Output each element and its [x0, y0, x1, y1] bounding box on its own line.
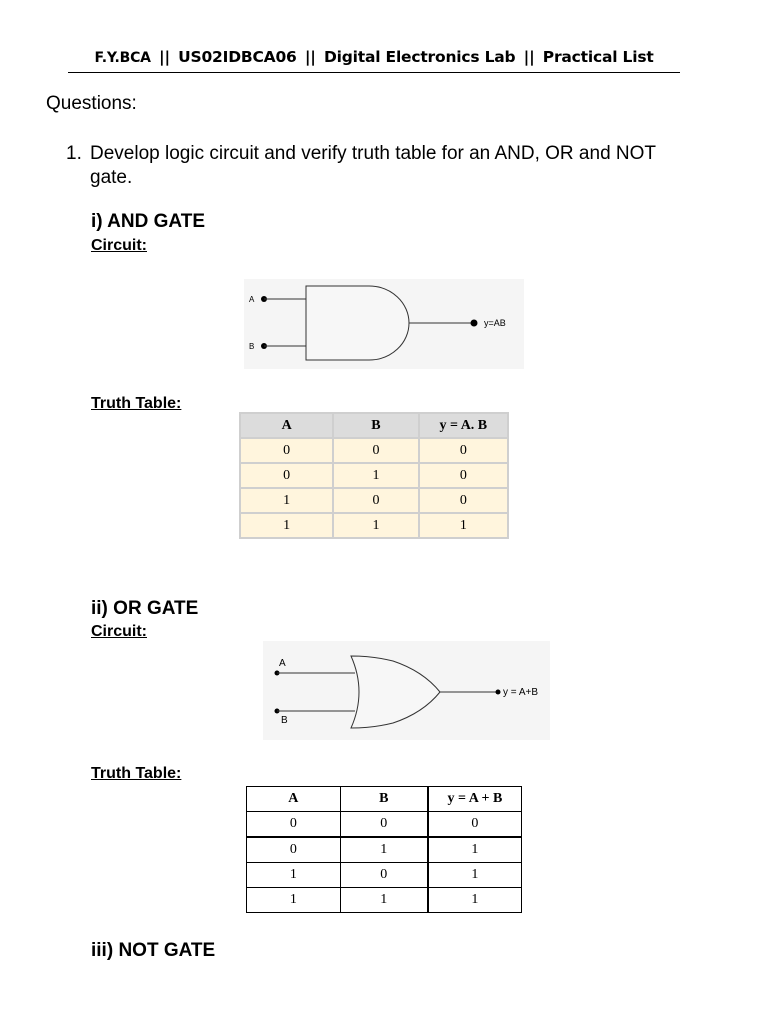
column-header: B [339, 786, 429, 812]
and-output-label: y=AB [484, 318, 506, 328]
table-cell: 0 [339, 811, 429, 838]
and-truth-table: A B y = A. B 0 0 0 0 1 0 1 0 0 1 1 1 [238, 412, 510, 539]
or-gate-body [350, 655, 441, 729]
table-cell: 1 [332, 512, 420, 539]
table-cell: 0 [332, 487, 420, 514]
column-header: A [238, 412, 335, 439]
table-header-row: A B y = A + B [246, 786, 522, 812]
column-header: A [246, 786, 341, 812]
column-header: y = A + B [426, 786, 522, 812]
table-row: 1 1 1 [246, 887, 522, 913]
table-cell: 0 [246, 811, 341, 838]
table-cell: 1 [426, 836, 522, 863]
table-cell: 1 [332, 462, 420, 489]
table-cell: 1 [238, 512, 335, 539]
table-cell: 1 [339, 887, 429, 913]
header-course: F.Y.BCA [94, 50, 151, 66]
or-output-label: y = A+B [503, 687, 538, 698]
and-input-a-label: A [249, 295, 255, 304]
header-separator: || [158, 48, 170, 66]
table-cell: 1 [339, 836, 429, 863]
column-header: y = A. B [417, 412, 510, 439]
table-cell: 0 [417, 487, 510, 514]
or-truth-table-label: Truth Table: [91, 765, 182, 782]
or-truth-table: A B y = A + B 0 0 0 0 1 1 1 0 1 1 1 1 [246, 786, 522, 913]
or-input-a-label: A [279, 658, 286, 669]
not-gate-title: iii) NOT GATE [91, 940, 216, 961]
or-gate-diagram: A B y = A+B [263, 641, 550, 740]
and-circuit-label: Circuit: [91, 237, 147, 254]
header-separator: || [523, 48, 535, 66]
question-text: Develop logic circuit and verify truth t… [90, 143, 656, 188]
and-output-terminal [470, 319, 478, 327]
table-row: 0 1 1 [246, 836, 522, 863]
table-cell: 1 [417, 512, 510, 539]
and-truth-table-label: Truth Table: [91, 395, 182, 412]
table-row: 1 0 1 [246, 862, 522, 888]
table-cell: 0 [238, 437, 335, 464]
table-cell: 1 [238, 487, 335, 514]
or-gate-svg: A B y = A+B [274, 655, 538, 729]
and-gate-diagram: A B y=AB [244, 279, 524, 369]
or-input-b-label: B [281, 715, 288, 726]
table-cell: 0 [246, 836, 341, 863]
or-circuit-label: Circuit: [91, 623, 147, 640]
column-header: B [332, 412, 420, 439]
table-cell: 0 [417, 462, 510, 489]
table-cell: 0 [426, 811, 522, 838]
table-row: 0 0 0 [238, 437, 510, 464]
header-subject: Digital Electronics Lab [323, 48, 516, 66]
table-cell: 0 [339, 862, 429, 888]
table-cell: 0 [238, 462, 335, 489]
or-gate-title: ii) OR GATE [91, 598, 199, 619]
header-doc-type: Practical List [542, 48, 654, 66]
table-cell: 1 [426, 862, 522, 888]
table-cell: 1 [246, 887, 341, 913]
and-gate-title: i) AND GATE [91, 211, 205, 232]
or-output-terminal [495, 689, 501, 695]
table-row: 0 0 0 [246, 811, 522, 838]
and-input-b-label: B [249, 342, 254, 351]
and-gate-svg: A B y=AB [249, 285, 506, 361]
table-row: 1 1 1 [238, 512, 510, 539]
table-header-row: A B y = A. B [238, 412, 510, 439]
table-cell: 0 [417, 437, 510, 464]
and-gate-body [305, 285, 410, 361]
table-row: 0 1 0 [238, 462, 510, 489]
table-cell: 1 [246, 862, 341, 888]
table-cell: 1 [426, 887, 522, 913]
questions-label: Questions: [46, 93, 137, 114]
header-code: US02IDBCA06 [178, 48, 297, 66]
question-number: 1. [66, 143, 82, 164]
table-cell: 0 [332, 437, 420, 464]
page-header: F.Y.BCA || US02IDBCA06 || Digital Electr… [68, 48, 680, 73]
header-separator: || [304, 48, 316, 66]
table-row: 1 0 0 [238, 487, 510, 514]
